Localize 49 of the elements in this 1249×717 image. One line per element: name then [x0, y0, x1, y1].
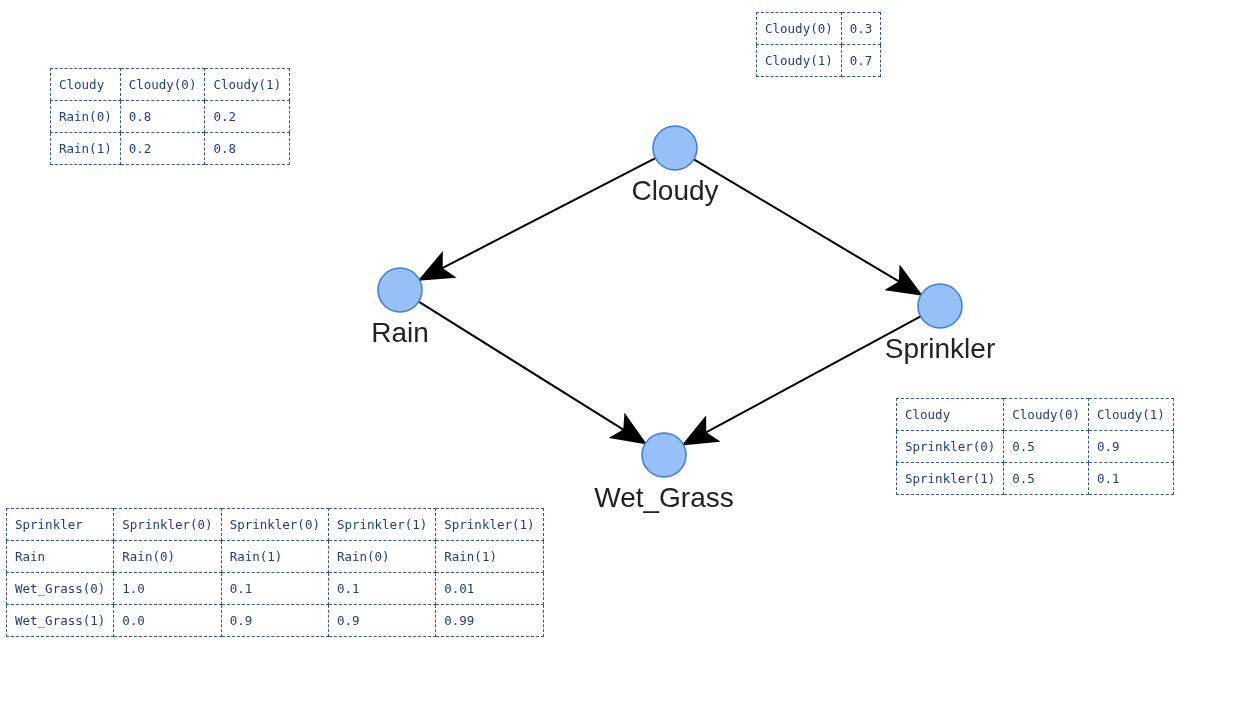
- table-cell: Cloudy: [896, 398, 1004, 431]
- table-cell: Wet_Grass(1): [6, 604, 114, 637]
- table-cell: Wet_Grass(0): [6, 572, 114, 605]
- table-cell: 0.8: [120, 100, 205, 133]
- arrow: [692, 158, 923, 296]
- table-cell: 0.9: [221, 604, 329, 637]
- table-cell: Sprinkler(1): [896, 462, 1004, 495]
- table-cell: Sprinkler(1): [435, 508, 544, 541]
- table-cell: Cloudy(1): [756, 44, 842, 77]
- arrow: [681, 315, 922, 446]
- table-cell: Sprinkler(1): [328, 508, 436, 541]
- table-cell: 0.5: [1003, 430, 1089, 463]
- table-cell: 0.1: [328, 572, 436, 605]
- table-cell: 0.7: [841, 44, 881, 77]
- table-cell: 0.3: [841, 12, 881, 45]
- table-cell: 0.01: [435, 572, 544, 605]
- table-cell: 0.9: [328, 604, 436, 637]
- table-cell: 0.0: [113, 604, 222, 637]
- table-cell: Rain(0): [50, 100, 121, 133]
- table-cell: 0.9: [1088, 430, 1174, 463]
- node-label: Sprinkler: [884, 333, 996, 365]
- table-cell: 0.8: [204, 132, 290, 165]
- table-cell: Sprinkler(0): [113, 508, 222, 541]
- table-cell: 0.1: [1088, 462, 1174, 495]
- table-cell: Cloudy(0): [1003, 398, 1089, 431]
- table-cell: 0.1: [221, 572, 329, 605]
- table-cell: Rain(1): [221, 540, 329, 573]
- node-label: Wet_Grass: [594, 482, 734, 514]
- table-cell: Cloudy(0): [120, 68, 205, 101]
- table-cell: Sprinkler: [6, 508, 114, 541]
- table-cell: 0.99: [435, 604, 544, 637]
- arrow: [417, 300, 648, 445]
- node-label: Cloudy: [631, 175, 719, 207]
- table-cell: Sprinkler(0): [221, 508, 329, 541]
- table-cell: Cloudy: [50, 68, 121, 101]
- table-cell: Rain: [6, 540, 114, 573]
- node-label: Rain: [371, 317, 429, 349]
- table-cell: Cloudy(1): [204, 68, 290, 101]
- table-cell: Cloudy(0): [756, 12, 842, 45]
- table-cell: Rain(1): [435, 540, 544, 573]
- table-cell: 0.5: [1003, 462, 1089, 495]
- table-cell: Cloudy(1): [1088, 398, 1174, 431]
- table-cell: Rain(0): [113, 540, 222, 573]
- table-cell: Rain(1): [50, 132, 121, 165]
- table-cell: Rain(0): [328, 540, 436, 573]
- table-cell: 0.2: [204, 100, 290, 133]
- table-cell: Sprinkler(0): [896, 430, 1004, 463]
- table-cell: 1.0: [113, 572, 222, 605]
- table-cell: 0.2: [120, 132, 205, 165]
